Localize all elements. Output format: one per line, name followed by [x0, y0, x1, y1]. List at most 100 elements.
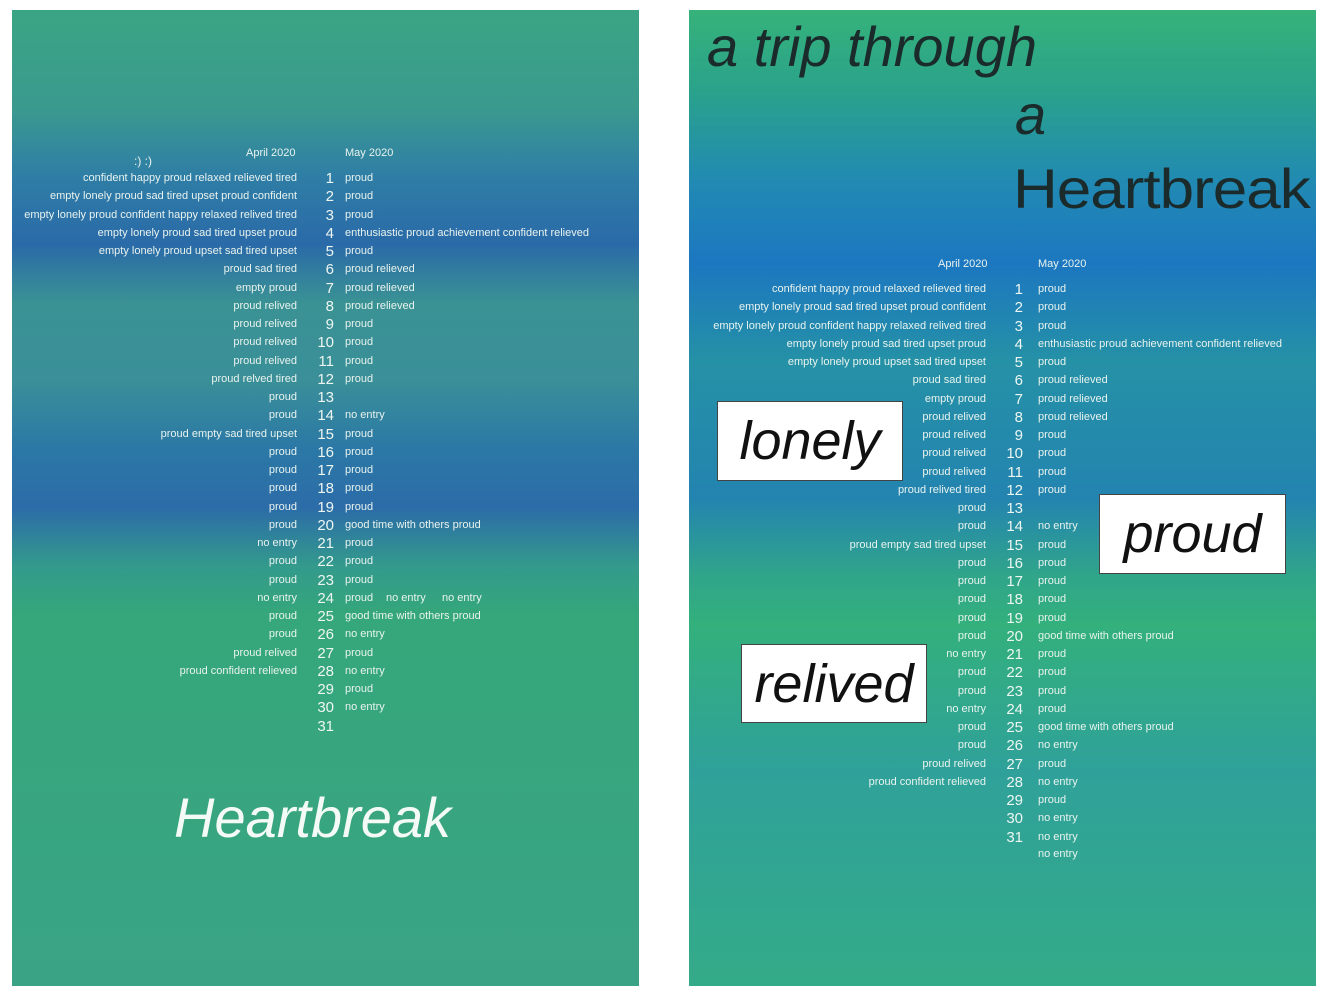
- may-entry: proud: [1038, 593, 1067, 606]
- april-entry: proud relived: [922, 429, 986, 441]
- day-number: 16: [1006, 554, 1023, 572]
- day-number: 19: [317, 498, 334, 516]
- day-number: 30: [1006, 810, 1023, 828]
- day-number: 23: [317, 571, 334, 589]
- may-entry: proud: [1038, 319, 1067, 332]
- day-number: 15: [1006, 536, 1023, 554]
- title-line-1: a trip through: [707, 15, 1037, 78]
- april-entry: empty lonely proud sad tired upset proud: [786, 337, 986, 350]
- left-poster: April 2020 May 2020 :) :) confident happ…: [12, 10, 639, 986]
- april-entry: proud relived: [922, 447, 986, 460]
- word-box-lonely: lonely: [717, 401, 903, 481]
- day-number: 7: [325, 279, 334, 297]
- day-number: 20: [1006, 627, 1023, 645]
- april-entry: proud: [268, 555, 297, 568]
- day-row: confident happy proud relaxed relieved t…: [12, 170, 639, 190]
- may-entry: proud: [1038, 538, 1067, 551]
- may-entry: no entry: [1038, 775, 1078, 788]
- april-entry: proud: [268, 628, 297, 641]
- may-entry: good time with others proud: [345, 518, 481, 531]
- day-number: 31: [317, 717, 334, 735]
- day-row: 31: [12, 717, 639, 738]
- april-entry: proud relived: [922, 465, 986, 478]
- may-entry: proud: [345, 336, 374, 349]
- april-entry: proud: [957, 666, 986, 679]
- may-entry: proud: [1038, 611, 1067, 624]
- april-entry: empty proud: [924, 392, 986, 405]
- extra-may-entry: no entry: [1038, 848, 1078, 860]
- april-entry: proud sad tired: [912, 374, 986, 387]
- day-number: 10: [317, 334, 334, 352]
- day-number: 14: [317, 407, 334, 425]
- april-entry: proud: [268, 464, 297, 476]
- day-number: 24: [1006, 700, 1023, 718]
- day-number: 5: [325, 243, 334, 260]
- day-number: 17: [1006, 573, 1023, 590]
- april-entry: empty proud: [235, 281, 297, 294]
- day-row: proud empty sad tired upset 15 proud: [689, 536, 1316, 557]
- april-entry: no entry: [946, 702, 986, 715]
- may-entry: no entry: [345, 701, 385, 714]
- may-header: May 2020: [345, 147, 394, 159]
- day-number: 6: [1014, 372, 1023, 390]
- day-number: 28: [1006, 773, 1023, 791]
- may-entry: proud relieved: [1038, 410, 1108, 423]
- may-entry: proud relieved: [345, 299, 415, 312]
- day-number: 17: [317, 462, 334, 479]
- april-entry: empty lonely proud sad tired upset proud: [97, 226, 297, 239]
- april-entry: proud: [957, 629, 986, 642]
- may-entry: proud: [1038, 666, 1067, 679]
- april-entry: proud empty sad tired upset: [849, 538, 986, 551]
- day-number: 12: [1006, 481, 1023, 499]
- may-entry: proud: [345, 245, 374, 257]
- april-entry: no entry: [257, 591, 297, 604]
- day-number: 25: [317, 608, 334, 625]
- may-entry: proud relieved: [345, 281, 415, 294]
- day-number: 26: [1006, 737, 1023, 755]
- may-entry: enthusiastic proud achievement confident…: [1038, 337, 1282, 350]
- day-number: 3: [325, 206, 334, 224]
- day-row: empty lonely proud confident happy relax…: [12, 206, 639, 227]
- may-entry: proud: [345, 555, 374, 568]
- april-entry: confident happy proud relaxed relieved t…: [771, 283, 986, 295]
- may-entry: no entry: [1038, 812, 1078, 825]
- overlap-note: no entry: [442, 592, 482, 604]
- may-entry: proud: [345, 318, 374, 330]
- day-number: 15: [317, 425, 334, 443]
- april-entry: proud relived: [233, 354, 297, 367]
- day-number: 27: [1006, 755, 1023, 773]
- april-entry: proud: [268, 518, 297, 531]
- day-number: 2: [1014, 299, 1023, 317]
- april-entry: empty lonely proud sad tired upset proud…: [738, 301, 986, 314]
- may-entry: proud: [345, 372, 374, 385]
- april-entry: proud: [957, 502, 986, 514]
- may-entry: proud: [1038, 429, 1067, 441]
- may-entry: proud relieved: [1038, 374, 1108, 387]
- day-number: 4: [1014, 335, 1023, 353]
- april-entry: proud: [268, 482, 297, 495]
- day-number: 29: [317, 681, 334, 698]
- may-entry: proud: [345, 354, 374, 367]
- may-entry: proud: [345, 683, 374, 695]
- may-entry: no entry: [345, 628, 385, 641]
- april-entry: proud: [957, 611, 986, 624]
